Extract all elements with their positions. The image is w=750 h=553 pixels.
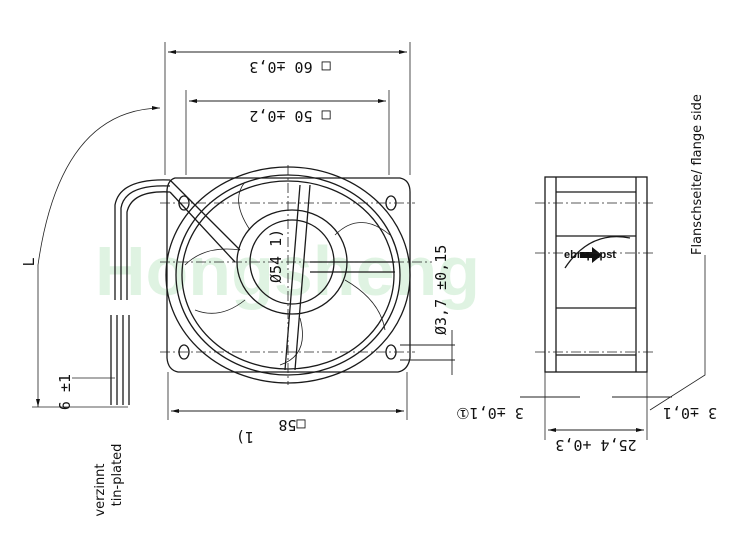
strip-length-label: 6 ±1 <box>56 374 74 410</box>
dim-left-label: 3 ±0,1① <box>456 404 524 422</box>
cable-length-label: L <box>20 257 38 266</box>
dim-housing-label: □58 <box>278 416 305 434</box>
flange-side-label: Flanschseite/ flange side <box>690 94 705 255</box>
finish-de-label: verzinnt <box>93 463 108 516</box>
dim-hole-spacing-label: □ 50 ±0,2 <box>249 107 330 125</box>
dim-outer-label: □ 60 ±0,3 <box>249 58 330 76</box>
watermark: Hongsheng <box>95 232 480 310</box>
side-view: ebmpapst Flanschseite/ flange side 3 ±0,… <box>456 94 717 454</box>
brand-label: ebmpapst <box>564 249 616 261</box>
footnote-ref: 1) <box>236 428 254 446</box>
dim-right-label: 3 ±0,1 <box>663 404 717 422</box>
finish-en-label: tin-plated <box>110 444 125 507</box>
dim-hub-label: Ø54 1) <box>267 229 285 283</box>
cable: L 6 ±1 verzinnt tin-plated <box>20 106 241 517</box>
dim-depth-label: 25,4 +0,3 <box>555 436 636 454</box>
airflow-arrow-icon <box>580 247 602 263</box>
dim-hole-label: Ø3,7 ±0,15 <box>432 245 450 335</box>
